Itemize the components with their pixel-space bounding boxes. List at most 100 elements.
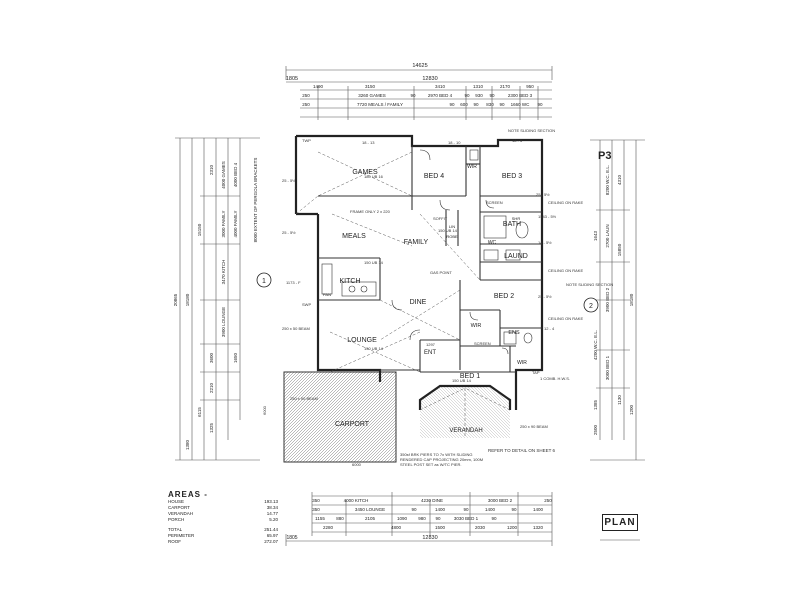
- rdim-10: 2500: [593, 424, 598, 435]
- screen-top: SCREEN: [486, 200, 503, 205]
- ent-dim: 1297: [426, 342, 436, 347]
- room-ent: ENT: [424, 350, 436, 356]
- right-dimension-text: 18180 15850 8200 W.C. E.L. 4310 2700 LAU…: [593, 165, 634, 435]
- room-family: FAMILY: [404, 239, 429, 246]
- dimension-lines-top: [285, 66, 553, 120]
- ldim-10: 1325: [209, 422, 214, 433]
- refer-detail: REFER TO DETAIL ON SHEET 6: [488, 448, 556, 453]
- bdim-r1-0: 4000 KITCH: [344, 498, 369, 503]
- ldim-11: 1380: [185, 439, 190, 450]
- pitch-2: 25 - 5½: [282, 230, 296, 235]
- areas-total-row: PERIMETER 65.97: [168, 533, 278, 539]
- bdim-small-0: 350: [312, 498, 320, 503]
- ldim-pergola: 8000 EXTENT OF PERGOLA BRACKETS: [253, 158, 258, 243]
- bottom-dimension-text: 4000 KITCH 4230 DINE 3000 BED 2 3450 LOU…: [286, 498, 552, 541]
- room-bed2: BED 2: [494, 293, 514, 300]
- rdim-outer: 18180: [629, 293, 634, 306]
- dim-r1-0: 1490: [313, 84, 324, 89]
- room-ens: ENS: [508, 330, 520, 336]
- rdim-2: 2700 LAUN: [605, 224, 610, 247]
- ldim-12: 6115: [197, 407, 202, 417]
- dim-inner: 12830: [422, 76, 437, 82]
- room-laund: LAUND: [504, 253, 528, 260]
- bdim-left-start: 1805: [286, 535, 297, 541]
- ub-2: 150 UB 14: [364, 260, 384, 265]
- room-robe: ROBE: [446, 234, 458, 239]
- areas-row-value: 193.13: [264, 499, 278, 504]
- ldim-8: 1650: [233, 352, 238, 363]
- dimension-lines-bottom: [285, 492, 553, 546]
- pitch-6: 12 - 4: [544, 326, 555, 331]
- dim-r1-5: 950: [526, 84, 534, 89]
- areas-row-value: 14.77: [266, 511, 278, 516]
- bdim-r2-6: 1400: [533, 507, 544, 512]
- dimension-lines-left: [175, 137, 260, 461]
- dim-left-small2: 250: [302, 102, 310, 107]
- areas-total-row: TOTAL 251.44: [168, 527, 278, 533]
- dim-r1-4: 2170: [500, 84, 511, 89]
- twp-label: TWP: [302, 138, 311, 143]
- sheet-reference: P3: [598, 150, 612, 162]
- pitch-3: 25 - 5½: [536, 192, 550, 197]
- dim-r1-3: 1310: [473, 84, 484, 89]
- height-2: 18 - 10: [448, 140, 461, 145]
- ub-3: 150 UB 14: [364, 346, 384, 351]
- dim-r3-0: 7720 MEALS / FAMILY: [357, 102, 403, 107]
- bdim-r4-4: 1200: [507, 525, 518, 530]
- room-bed3: BED 3: [502, 173, 522, 180]
- bdim-r1-1: 4230 DINE: [421, 498, 443, 503]
- rdim-5: 4200 W.C. E.L.: [593, 330, 598, 360]
- dim-r3-2: 600: [460, 102, 468, 107]
- room-meals: MEALS: [342, 233, 366, 240]
- height-5: 1543 - 5½: [538, 214, 557, 219]
- areas-total-key: TOTAL: [168, 527, 183, 532]
- dim-r3-4: 830: [486, 102, 494, 107]
- bdim-small-1: 350: [312, 507, 320, 512]
- dim-r2-6: 2300 BED 3: [508, 93, 533, 98]
- dim-r3-1: 90: [449, 102, 455, 107]
- room-carport: CARPORT: [335, 421, 370, 428]
- rdim-8: 1200: [629, 404, 634, 415]
- grid-label-2: 2: [589, 303, 593, 310]
- dim-r3-3: 90: [473, 102, 479, 107]
- soffit-note: SOFFIT: [433, 216, 448, 221]
- rdim-3: 1643: [593, 230, 598, 241]
- dim-r2-5: 90: [489, 93, 495, 98]
- areas-row: CARPORT 38.34: [168, 505, 278, 511]
- ldim-1: 4000 GAMES: [221, 161, 226, 189]
- bdim-r3-0: 1155: [315, 516, 325, 521]
- room-wir3: WIR: [517, 360, 527, 366]
- outer-walls: [294, 134, 544, 410]
- room-kitch: KITCH: [340, 278, 361, 285]
- areas-table: AREAS - HOUSE 193.13 CARPORT 38.34 VERAN…: [168, 490, 278, 545]
- ldim-9: 2210: [209, 382, 214, 393]
- frame-note: FRAME ONLY 2 x 220: [350, 209, 391, 214]
- ub-5: 150 UB 14: [452, 378, 472, 383]
- areas-row-key: PORCH: [168, 517, 185, 522]
- room-wir-top: WIR: [467, 164, 477, 170]
- dim-r1-2: 3410: [435, 84, 446, 89]
- dim-r2-2: 2970 BED 4: [428, 93, 453, 98]
- room-pantry: PAN: [323, 292, 331, 297]
- room-dine: DINE: [410, 299, 427, 306]
- bdim-r4-5: 1320: [533, 525, 544, 530]
- bdim-r4-3: 2030: [475, 525, 486, 530]
- bdim-r3-3: 1090: [397, 516, 408, 521]
- grid-label-1: 1: [262, 278, 266, 285]
- pitch-1: 25 - 5½: [282, 178, 296, 183]
- tap-label: TAP: [532, 370, 540, 375]
- ldim-0: 2310: [209, 164, 214, 175]
- room-labels: GAMES BED 4 BED 3 WIR MEALS FAMILY BATH …: [323, 164, 528, 434]
- height-1: 18 - 13: [362, 140, 375, 145]
- bdim-r4-1: 4800: [391, 525, 402, 530]
- areas-row: HOUSE 193.13: [168, 499, 278, 505]
- bdim-r4-0: 2280: [323, 525, 334, 530]
- grid-marker-labels: 1 2: [262, 278, 593, 310]
- ldim-mid: 18180: [185, 293, 190, 306]
- left-dimension-text: 20865 18180 15150 8000 EXTENT OF PERGOLA…: [173, 158, 258, 450]
- left-dim-6000: 6000: [262, 405, 267, 415]
- room-wc: WC: [488, 240, 497, 246]
- grid-markers: [256, 272, 599, 313]
- bdim-r3-2: 2105: [365, 516, 376, 521]
- areas-total-value: 65.97: [266, 533, 278, 538]
